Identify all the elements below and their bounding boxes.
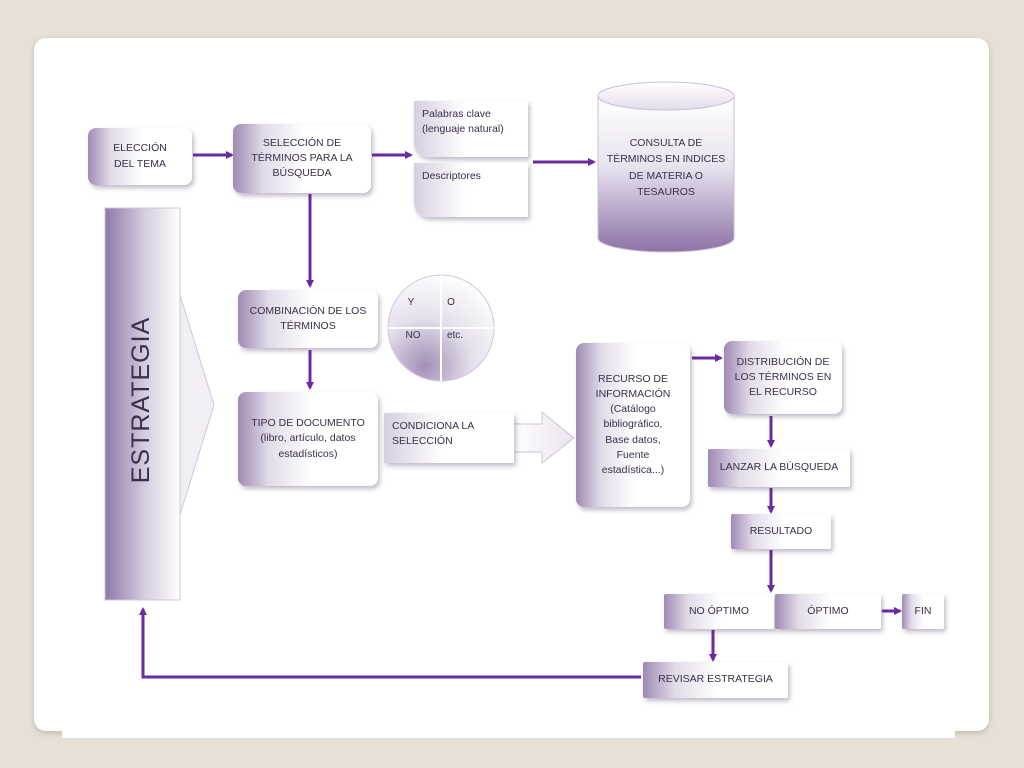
fin-box: FIN bbox=[902, 594, 944, 629]
recurso-informacion-box: RECURSO DE INFORMACIÓN (Catálogo bibliog… bbox=[576, 343, 690, 507]
operator-o: O bbox=[447, 297, 455, 308]
strategy-label: ESTRATEGIA bbox=[127, 316, 155, 484]
operator-y: Y bbox=[407, 297, 415, 308]
seleccion-terminos-box: SELECCIÓN DE TÉRMINOS PARA LA BÚSQUEDA bbox=[233, 124, 371, 193]
consulta-terminos-label: CONSULTA DE TÉRMINOS EN INDICES DE MATER… bbox=[606, 137, 726, 198]
eleccion-tema-box: ELECCIÓN DEL TEMA bbox=[88, 128, 192, 185]
operator-etc: etc. bbox=[446, 330, 464, 341]
palabras-clave-box: Palabras clave (lenguaje natural) bbox=[414, 101, 528, 157]
revisar-estrategia-box: REVISAR ESTRATEGIA bbox=[643, 662, 788, 698]
operators-pie-shape bbox=[387, 274, 495, 382]
slide-footer-strip bbox=[62, 700, 955, 738]
descriptores-box: Descriptores bbox=[414, 163, 528, 217]
lanzar-busqueda-box: LANZAR LA BÚSQUEDA bbox=[708, 449, 850, 487]
strategy-arrow-shape bbox=[104, 207, 215, 601]
tipo-documento-box: TIPO DE DOCUMENTO (libro, artículo, dato… bbox=[238, 392, 378, 486]
arrow-revisar-to-estrategia bbox=[139, 607, 641, 679]
database-cylinder-shape bbox=[597, 81, 735, 253]
distribucion-terminos-box: DISTRIBUCIÓN DE LOS TÉRMINOS EN EL RECUR… bbox=[724, 341, 842, 414]
no-optimo-box: NO ÓPTIMO bbox=[664, 594, 774, 629]
combinacion-terminos-box: COMBINACIÓN DE LOS TÉRMINOS bbox=[238, 290, 378, 348]
operator-no: NO bbox=[405, 330, 421, 341]
condiciona-hollow-arrow bbox=[511, 410, 575, 465]
optimo-box: ÓPTIMO bbox=[775, 594, 881, 629]
condiciona-seleccion-box: CONDICIONA LA SELECCIÓN bbox=[384, 413, 514, 463]
resultado-box: RESULTADO bbox=[731, 514, 831, 549]
